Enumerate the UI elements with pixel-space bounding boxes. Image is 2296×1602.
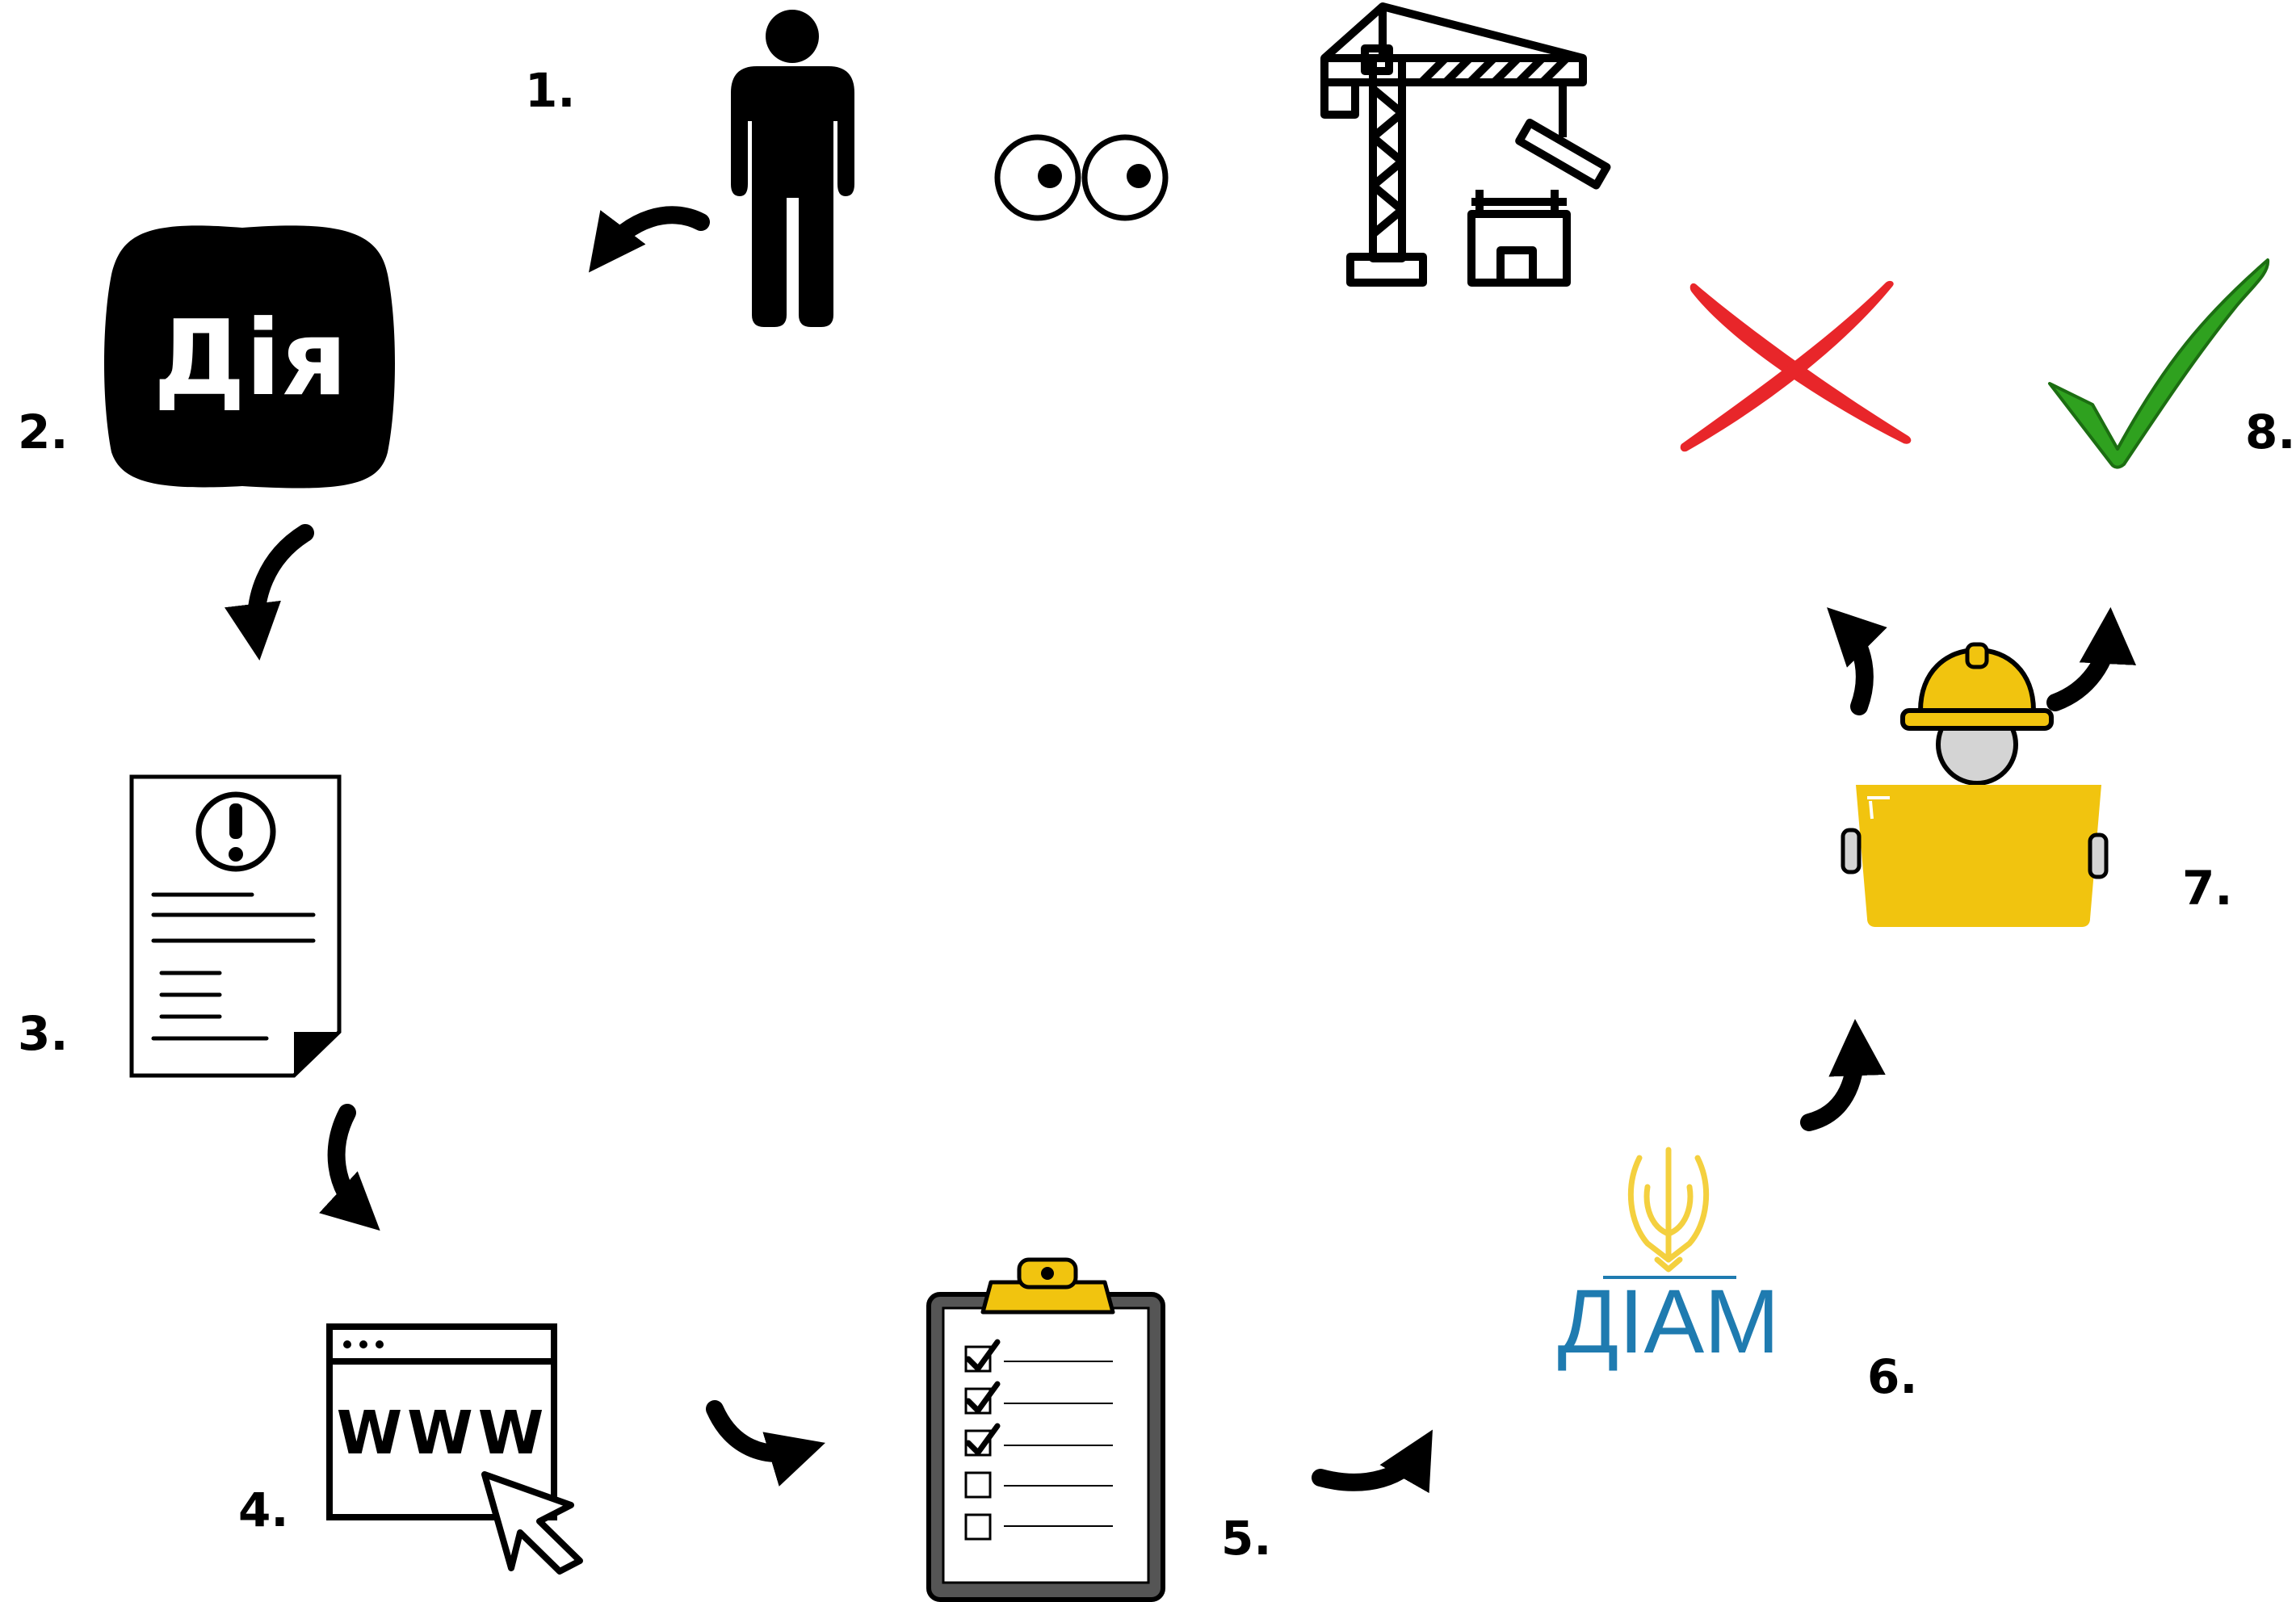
step-number-1: 1.: [525, 63, 575, 118]
browser-www-label: WWW: [337, 1399, 549, 1468]
step-number-4: 4.: [238, 1482, 288, 1537]
clipboard-checklist-icon: [929, 1260, 1163, 1600]
step-number-8: 8.: [2245, 405, 2295, 459]
step-number-7: 7.: [2182, 861, 2232, 916]
diia-app-icon: Дія: [104, 225, 395, 488]
diam-logo-label: ДІАМ: [1558, 1271, 1780, 1372]
cursor-icon: [485, 1474, 580, 1571]
construction-crane-icon: [1324, 6, 1606, 283]
arrow-7-to-cross: [1843, 623, 1865, 707]
web-browser-cursor-icon: WWW: [329, 1327, 580, 1571]
arrow-5-to-6: [1320, 1449, 1421, 1482]
arrow-3-to-4: [337, 1113, 363, 1215]
arrow-2-to-3: [256, 533, 305, 638]
step-number-5: 5.: [1221, 1511, 1271, 1566]
arrow-7-to-check: [2055, 630, 2109, 702]
flow-arrows: [256, 215, 2109, 1482]
arrow-1-to-2: [602, 215, 701, 254]
diia-app-label: Дія: [153, 299, 347, 419]
person-icon: [731, 10, 854, 327]
trident-emblem: [1631, 1150, 1706, 1269]
eyes-icon: [997, 137, 1165, 218]
step-number-2: 2.: [18, 405, 68, 459]
arrow-4-to-5: [715, 1409, 804, 1453]
step-number-6: 6.: [1867, 1349, 1917, 1404]
approved-check-icon: [2050, 260, 2268, 468]
rejected-cross-icon: [1681, 281, 1912, 451]
construction-worker-icon: [1843, 644, 2106, 927]
document-warning-icon: [132, 777, 339, 1076]
step-number-3: 3.: [18, 1006, 68, 1061]
arrow-6-to-7: [1809, 1042, 1856, 1122]
diam-logo: ДІАМ: [1558, 1150, 1780, 1372]
